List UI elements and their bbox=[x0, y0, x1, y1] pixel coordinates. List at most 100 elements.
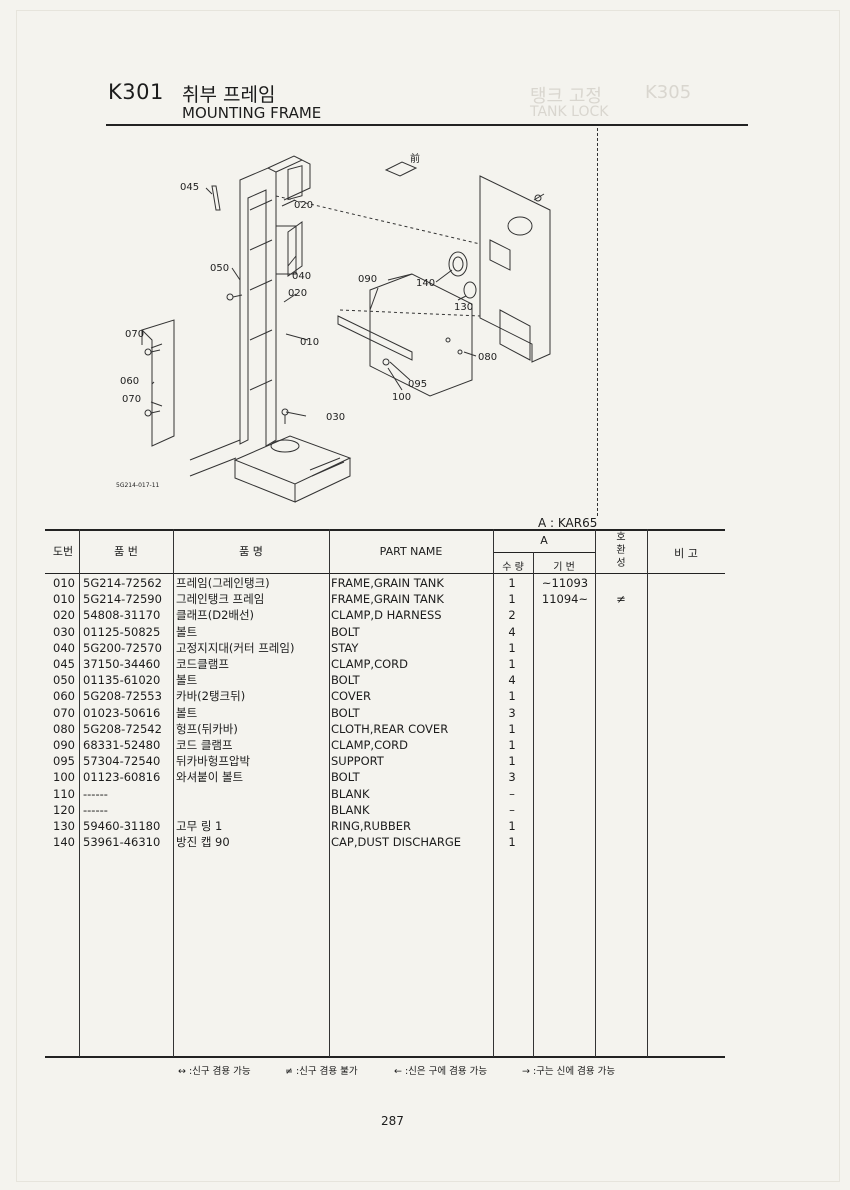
part-name-cell: BOLT bbox=[331, 624, 360, 639]
part-number-cell: ------ bbox=[83, 786, 108, 801]
table-subheader-rule bbox=[493, 552, 595, 553]
quantity-cell: 1 bbox=[508, 592, 516, 607]
callout-010: 010 bbox=[300, 337, 319, 348]
legend-item: → :구는 신에 겸용 가능 bbox=[522, 1066, 616, 1077]
part-number-cell: 5G200-72570 bbox=[83, 640, 162, 655]
part-number-cell: 01125-50825 bbox=[83, 624, 161, 639]
quantity-cell: 1 bbox=[508, 819, 516, 833]
part-number-cell: 01023-50616 bbox=[83, 705, 161, 720]
quantity-cell: 4 bbox=[508, 673, 516, 688]
callout-060: 060 bbox=[120, 376, 139, 387]
section-divider bbox=[597, 128, 598, 516]
part-number-cell: 01123-60816 bbox=[83, 770, 161, 785]
header-rule bbox=[106, 124, 748, 126]
part-number-cell: 68331-52480 bbox=[83, 738, 161, 752]
table-row: 120------BLANK– bbox=[45, 802, 725, 818]
ref-cell: 120 bbox=[53, 802, 75, 817]
ref-cell: 020 bbox=[53, 608, 75, 623]
name-kr-cell: 볼트 bbox=[176, 705, 198, 720]
ghost-title-en: TANK LOCK bbox=[530, 104, 609, 120]
quantity-cell: 1 bbox=[508, 689, 516, 704]
name-kr-cell: 그레인탱크 프레임 bbox=[176, 592, 265, 607]
name-kr-cell: 프레임(그레인탱크) bbox=[176, 576, 270, 590]
part-name-cell: BOLT bbox=[331, 705, 360, 720]
name-kr-cell: 고정지지대(커터 프레임) bbox=[176, 640, 295, 655]
exploded-diagram: 045 020 050 040 020 090 140 130 070 010 … bbox=[116, 152, 551, 503]
part-name-cell: COVER bbox=[331, 689, 372, 704]
name-kr-cell: 와셔붙이 볼트 bbox=[176, 770, 244, 785]
ref-cell: 060 bbox=[53, 689, 75, 704]
header-serial: 기 번 bbox=[553, 562, 575, 573]
part-number-cell: 59460-31180 bbox=[83, 819, 161, 833]
part-name-cell: SUPPORT bbox=[331, 754, 384, 769]
quantity-cell: – bbox=[509, 802, 515, 817]
legend-item: ↔ :신구 겸용 가능 bbox=[178, 1066, 251, 1077]
table-row: 110------BLANK– bbox=[45, 786, 725, 802]
ref-cell: 010 bbox=[53, 592, 75, 607]
header-part-name: PART NAME bbox=[379, 545, 443, 558]
name-kr-cell: 볼트 bbox=[176, 624, 198, 639]
col-divider bbox=[173, 529, 174, 1057]
ref-cell: 040 bbox=[53, 640, 75, 655]
page-title-en: MOUNTING FRAME bbox=[182, 104, 322, 122]
callout-080: 080 bbox=[478, 352, 497, 363]
callout-040: 040 bbox=[292, 271, 311, 282]
legend-item: ≠ :신구 겸용 불가 bbox=[285, 1066, 358, 1077]
interchange-cell: ≠ bbox=[616, 592, 626, 607]
page-code: K301 bbox=[108, 80, 164, 104]
header-remarks: 비 고 bbox=[674, 547, 698, 560]
serial-cell: ~11093 bbox=[541, 576, 589, 590]
table-header-rule bbox=[45, 573, 725, 574]
quantity-cell: – bbox=[509, 786, 515, 801]
quantity-cell: 1 bbox=[508, 835, 516, 850]
page-number: 287 bbox=[381, 1114, 404, 1128]
callout-070b: 070 bbox=[122, 394, 141, 405]
ref-cell: 045 bbox=[53, 657, 75, 671]
callout-020: 020 bbox=[294, 200, 313, 211]
part-name-cell: BOLT bbox=[331, 673, 360, 688]
ref-cell: 095 bbox=[53, 754, 75, 769]
name-kr-cell: 카바(2탱크뒤) bbox=[176, 689, 246, 704]
ghost-title-kr: 탱크 고정 bbox=[530, 86, 602, 107]
table-top-rule bbox=[45, 529, 725, 531]
callout-050: 050 bbox=[210, 263, 229, 274]
serial-cell: 11094~ bbox=[541, 592, 589, 607]
ref-cell: 100 bbox=[53, 770, 75, 785]
figure-id: 5G214-017-11 bbox=[116, 482, 160, 489]
name-kr-cell: 코드 클램프 bbox=[176, 738, 233, 752]
table-bottom-rule bbox=[45, 1056, 725, 1058]
quantity-cell: 2 bbox=[508, 608, 516, 623]
quantity-cell: 1 bbox=[508, 657, 516, 671]
ref-cell: 140 bbox=[53, 835, 75, 850]
name-kr-cell: 볼트 bbox=[176, 673, 198, 688]
legend-item: ← :신은 구에 겸용 가능 bbox=[394, 1066, 488, 1077]
part-number-cell: 5G214-72562 bbox=[83, 576, 162, 590]
part-number-cell: 5G208-72542 bbox=[83, 721, 162, 736]
col-divider bbox=[595, 529, 596, 1057]
ref-cell: 130 bbox=[53, 819, 75, 833]
name-kr-cell: 클래프(D2배선) bbox=[176, 608, 255, 623]
callout-070: 070 bbox=[125, 329, 144, 340]
name-kr-cell: 뒤카바헝프압박 bbox=[176, 754, 251, 769]
callout-045: 045 bbox=[180, 182, 199, 193]
header-ref: 도번 bbox=[52, 545, 74, 558]
callout-100: 100 bbox=[392, 392, 411, 403]
part-number-cell: 01135-61020 bbox=[83, 673, 161, 688]
col-divider bbox=[493, 529, 494, 1057]
parts-table: 도번 품 번 품 명 PART NAME A 수 량 기 번 호 환 성 비 고… bbox=[45, 529, 725, 1058]
col-divider bbox=[647, 529, 648, 1057]
part-name-cell: CAP,DUST DISCHARGE bbox=[331, 835, 461, 850]
front-mark: 前 bbox=[410, 152, 420, 165]
